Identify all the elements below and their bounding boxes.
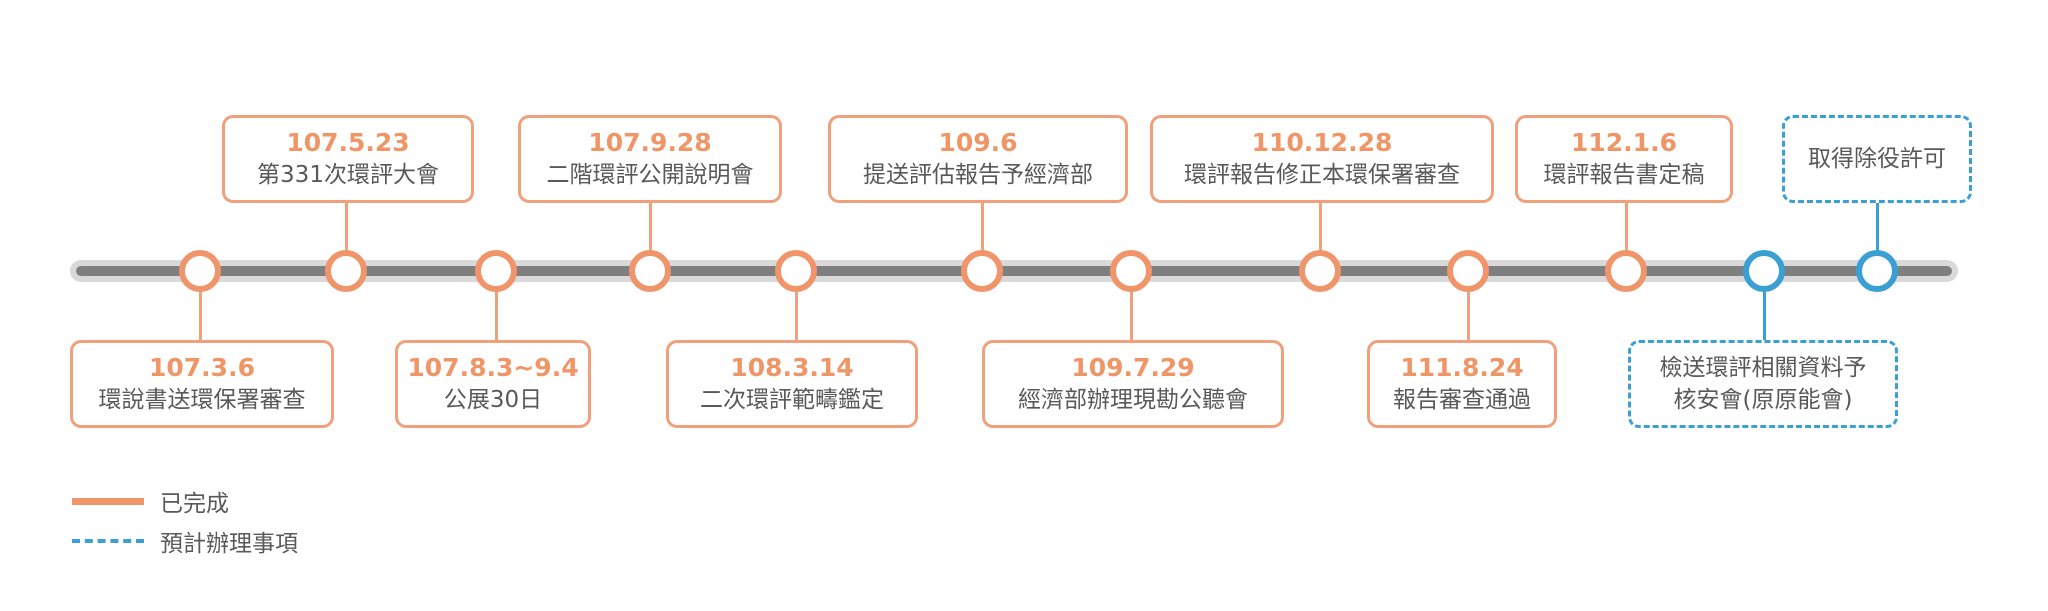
milestone-box-8: 110.12.28 環評報告修正本環保署審查 <box>1150 115 1494 203</box>
milestone-date: 107.8.3~9.4 <box>407 353 579 382</box>
milestone-connector-9 <box>1467 271 1470 340</box>
milestone-node-4 <box>629 250 671 292</box>
legend-planned-swatch <box>72 539 144 543</box>
milestone-connector-3 <box>495 271 498 340</box>
milestone-connector-10 <box>1625 203 1628 271</box>
milestone-box-7: 109.7.29 經濟部辦理現勘公聽會 <box>982 340 1284 428</box>
milestone-date: 112.1.6 <box>1571 128 1677 157</box>
milestone-node-12 <box>1856 250 1898 292</box>
milestone-box-6: 109.6 提送評估報告予經濟部 <box>828 115 1128 203</box>
milestone-box-3: 107.8.3~9.4 公展30日 <box>395 340 591 428</box>
milestone-node-2 <box>325 250 367 292</box>
milestone-connector-1 <box>199 271 202 340</box>
milestone-box-2: 107.5.23 第331次環評大會 <box>222 115 474 203</box>
milestone-text: 環評報告書定稿 <box>1543 162 1705 188</box>
milestone-date: 111.8.24 <box>1400 353 1524 382</box>
milestone-text: 取得除役許可 <box>1808 146 1946 172</box>
milestone-connector-11 <box>1763 271 1766 340</box>
milestone-text: 第331次環評大會 <box>257 162 439 188</box>
milestone-date: 109.6 <box>938 128 1018 157</box>
milestone-node-6 <box>961 250 1003 292</box>
milestone-date: 108.3.14 <box>730 353 854 382</box>
milestone-box-10: 112.1.6 環評報告書定稿 <box>1515 115 1733 203</box>
milestone-text: 環說書送環保署審查 <box>98 387 306 413</box>
milestone-box-4: 107.9.28 二階環評公開說明會 <box>518 115 782 203</box>
milestone-connector-8 <box>1319 203 1322 271</box>
legend-planned: 預計辦理事項 <box>72 524 298 558</box>
milestone-text: 提送評估報告予經濟部 <box>863 162 1093 188</box>
milestone-date: 107.9.28 <box>588 128 712 157</box>
milestone-node-11 <box>1743 250 1785 292</box>
milestone-text: 二次環評範疇鑑定 <box>700 387 884 413</box>
milestone-box-12: 取得除役許可 <box>1782 115 1972 203</box>
milestone-text: 經濟部辦理現勘公聽會 <box>1018 387 1248 413</box>
milestone-connector-12 <box>1876 203 1879 271</box>
milestone-node-10 <box>1605 250 1647 292</box>
milestone-box-9: 111.8.24 報告審查通過 <box>1367 340 1557 428</box>
milestone-node-8 <box>1299 250 1341 292</box>
milestone-box-1: 107.3.6 環說書送環保署審查 <box>70 340 334 428</box>
milestone-date: 109.7.29 <box>1071 353 1195 382</box>
milestone-text: 報告審查通過 <box>1393 387 1531 413</box>
milestone-date: 110.12.28 <box>1251 128 1393 157</box>
milestone-connector-5 <box>795 271 798 340</box>
milestone-node-5 <box>775 250 817 292</box>
milestone-text: 檢送環評相關資料予 <box>1659 355 1867 381</box>
milestone-date: 107.3.6 <box>149 353 255 382</box>
milestone-text: 公展30日 <box>443 387 543 413</box>
milestone-text: 環評報告修正本環保署審查 <box>1184 162 1460 188</box>
legend-completed: 已完成 <box>72 484 229 518</box>
milestone-connector-6 <box>981 203 984 271</box>
milestone-connector-7 <box>1130 271 1133 340</box>
legend-completed-label: 已完成 <box>160 491 229 517</box>
milestone-connector-2 <box>345 203 348 271</box>
milestone-node-3 <box>475 250 517 292</box>
legend-completed-swatch <box>72 497 144 505</box>
milestone-box-11: 檢送環評相關資料予核安會(原原能會) <box>1628 340 1898 428</box>
milestone-connector-4 <box>649 203 652 271</box>
milestone-date: 107.5.23 <box>286 128 410 157</box>
legend-planned-label: 預計辦理事項 <box>160 531 298 557</box>
milestone-node-1 <box>179 250 221 292</box>
milestone-node-7 <box>1110 250 1152 292</box>
milestone-text-line2: 核安會(原原能會) <box>1673 387 1853 413</box>
milestone-node-9 <box>1447 250 1489 292</box>
milestone-box-5: 108.3.14 二次環評範疇鑑定 <box>666 340 918 428</box>
milestone-text: 二階環評公開說明會 <box>546 162 754 188</box>
timeline-track-core <box>76 266 1952 276</box>
